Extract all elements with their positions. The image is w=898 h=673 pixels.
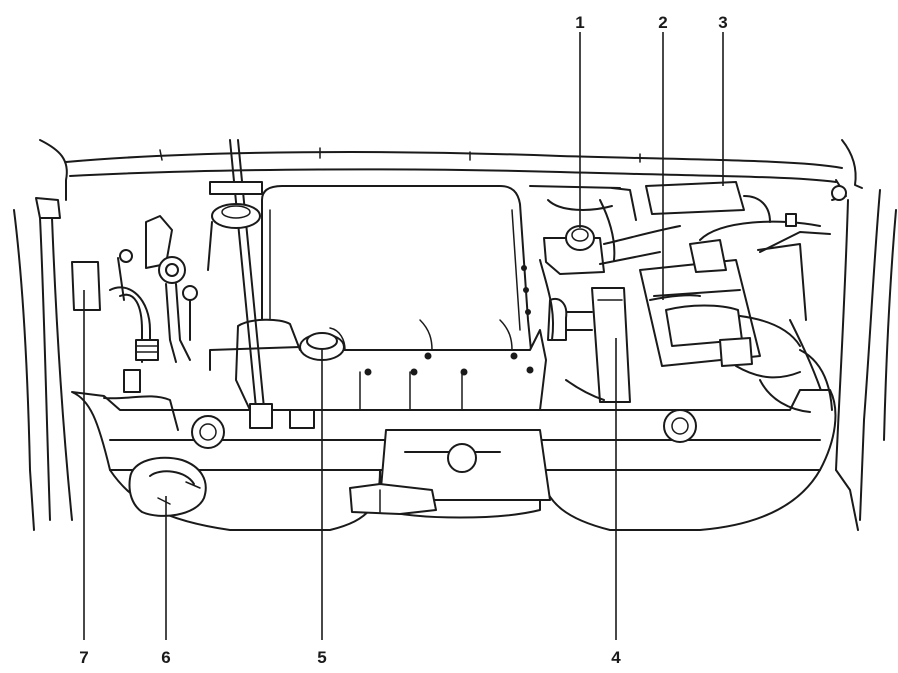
front-mount-right	[663, 409, 697, 443]
callout-2: 2	[658, 13, 668, 300]
right-fender	[789, 189, 897, 531]
battery	[639, 239, 801, 379]
hood-latch	[349, 429, 551, 515]
callout-4: 4	[611, 338, 621, 667]
center-hoses	[539, 187, 637, 401]
callout-label-5: 5	[317, 648, 326, 667]
callout-5: 5	[317, 350, 327, 667]
washer-fluid-reservoir	[128, 456, 207, 517]
relay-box-top	[645, 181, 831, 253]
left-components	[71, 215, 198, 431]
callout-label-3: 3	[718, 13, 727, 32]
reservoir-left	[207, 181, 263, 271]
callout-label-7: 7	[79, 648, 88, 667]
callout-label-1: 1	[575, 13, 584, 32]
callout-1: 1	[575, 13, 585, 228]
callout-7: 7	[79, 290, 89, 667]
right-strut-tower	[757, 243, 833, 413]
oil-filler-cap	[209, 332, 345, 371]
cowl-panel	[39, 139, 863, 201]
front-mount-left	[191, 409, 315, 449]
air-cleaner-box	[235, 185, 547, 411]
callout-3: 3	[718, 13, 728, 186]
left-fender	[13, 197, 73, 531]
coolant-reservoir	[529, 185, 681, 275]
callout-label-4: 4	[611, 648, 621, 667]
callout-label-6: 6	[161, 648, 170, 667]
callout-label-2: 2	[658, 13, 667, 32]
fuse-relay-box	[547, 287, 631, 403]
callout-6: 6	[161, 496, 171, 667]
